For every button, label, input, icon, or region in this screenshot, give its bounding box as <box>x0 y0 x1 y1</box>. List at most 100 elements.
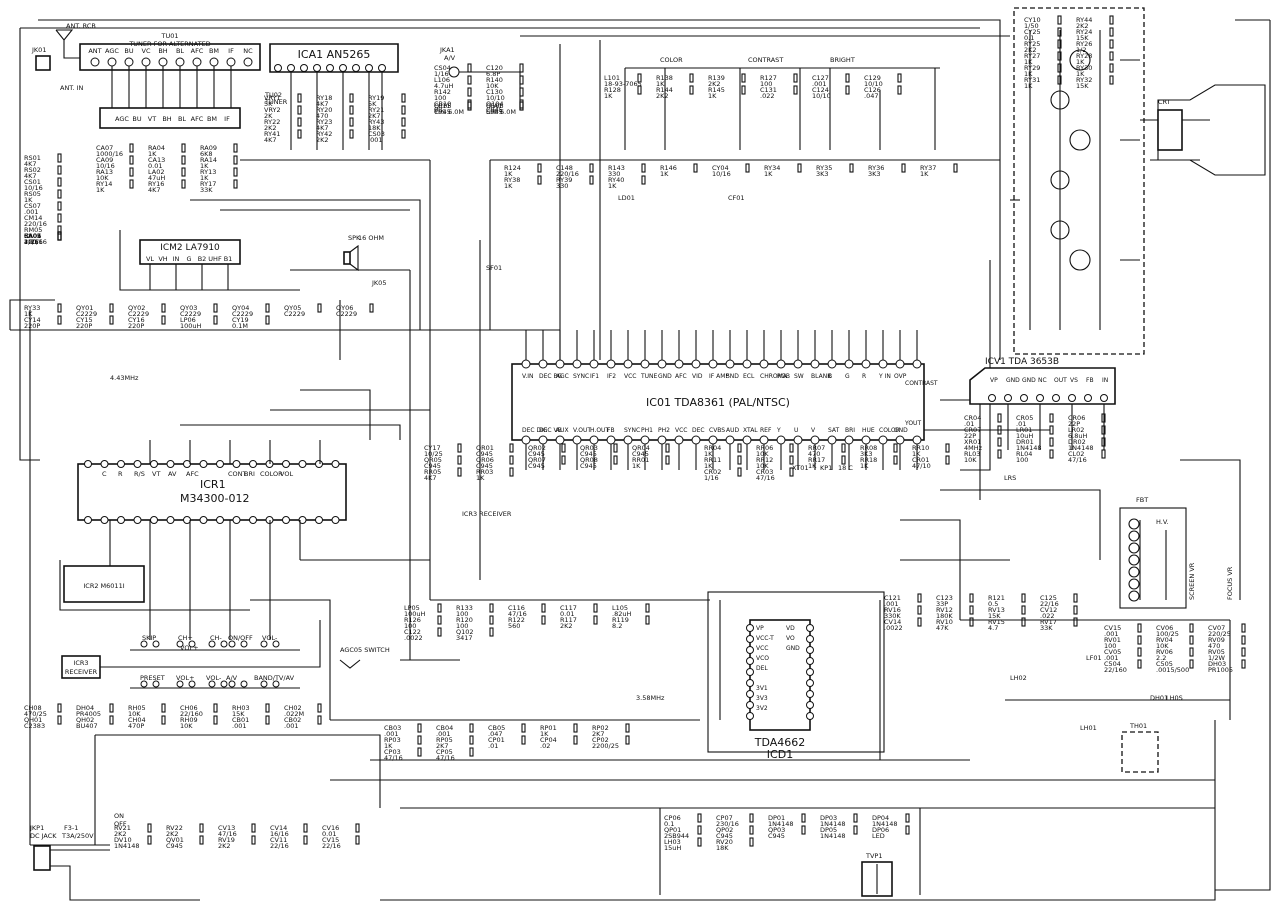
misc-label: LH01 <box>1080 724 1097 732</box>
component-label: RY17 <box>200 180 216 188</box>
component-icon <box>997 413 1002 423</box>
svg-text:VD: VD <box>786 625 795 632</box>
component-label: R124 <box>504 164 521 172</box>
component-value: .001 <box>1104 630 1118 638</box>
component-icon <box>317 703 322 713</box>
component-label: QP03 <box>768 826 785 834</box>
component-label: C120 <box>486 64 503 72</box>
component-label: RR01 <box>632 456 649 464</box>
component-label: QY02 <box>128 304 145 312</box>
component-icon <box>1109 27 1114 37</box>
svg-text:CONT: CONT <box>228 470 247 478</box>
component-value: 330 <box>556 182 568 190</box>
component-value: C2229 <box>336 310 357 318</box>
ic-icr2: ICR2 M6011I <box>59 560 250 611</box>
component-label: R146 <box>660 164 677 172</box>
icr1-pin <box>117 516 125 524</box>
svg-text:SND: SND <box>726 373 739 380</box>
component-icon <box>509 443 514 453</box>
component-icon <box>645 615 650 625</box>
component-icon <box>147 835 152 845</box>
component-icon <box>457 467 462 477</box>
component-label: CP03 <box>384 748 401 756</box>
switch-icon <box>260 640 268 648</box>
component-value: 100 <box>760 80 772 88</box>
component-label: LP05 <box>404 604 420 612</box>
ic-ic01-name: IC01 TDA8361 (PAL/NTSC) <box>646 396 790 409</box>
component-icon <box>1241 623 1246 633</box>
component-icon <box>1109 51 1114 61</box>
tuner-tu01-pin: BL <box>176 47 184 55</box>
component-icon <box>797 163 802 173</box>
component-icon <box>57 703 62 713</box>
label-ant-in: ANT. IN <box>60 84 84 92</box>
svg-text:NC: NC <box>1038 377 1047 384</box>
component-icon <box>749 825 754 835</box>
component-value: C2229 <box>180 310 201 318</box>
component-value: 18-93-7065 <box>604 80 642 88</box>
misc-label: KP1 <box>820 464 832 472</box>
component-label: RS05 <box>24 190 41 198</box>
component-icon <box>349 105 354 115</box>
component-icon <box>109 315 114 325</box>
svg-text:CONTRAST: CONTRAST <box>905 380 938 387</box>
component-value: 18K <box>716 844 729 852</box>
component-icon <box>437 603 442 613</box>
component-label: QR04 <box>632 444 650 452</box>
component-value: 100uH <box>180 322 202 330</box>
component-label: RY22 <box>264 118 280 126</box>
component-label: CR04 <box>964 414 981 422</box>
transformer-th01: TH01 <box>1121 722 1159 773</box>
tuner-tu01-pin: BM <box>209 47 219 55</box>
component-value: 4K7 <box>24 160 37 168</box>
icr1-pin <box>298 460 307 468</box>
antenna-icon: ANT. RCB <box>55 22 96 59</box>
icr1-pin <box>315 516 323 524</box>
component-value: 4K7 <box>148 186 161 194</box>
component-label: RY25 <box>1024 40 1040 48</box>
component-value: 18K <box>368 124 381 132</box>
component-icon <box>519 63 524 73</box>
ic01-pin <box>793 359 803 369</box>
tuner-tu01-name: TU01 <box>161 32 179 40</box>
component-value: 470 <box>808 450 820 458</box>
component-icon <box>613 443 618 453</box>
component-label: QH02 <box>76 716 94 724</box>
component-value: 1/2W <box>1208 654 1225 662</box>
component-value: 100 <box>456 622 468 630</box>
svg-text:PH2: PH2 <box>658 427 670 434</box>
component-label: CR01 <box>912 456 929 464</box>
component-icon <box>749 813 754 823</box>
component-value: 47/16 <box>756 474 775 482</box>
switch-icon <box>240 640 248 648</box>
component-icon <box>693 163 698 173</box>
component-value: 1N4148 <box>872 820 898 828</box>
component-icon <box>355 823 360 833</box>
svg-text:SW: SW <box>794 373 804 380</box>
component-icon <box>161 703 166 713</box>
component-value: .0015/500 <box>1156 666 1189 674</box>
component-value: 0.1M <box>232 322 248 330</box>
component-icon <box>181 167 186 177</box>
component-value: 180K <box>936 612 953 620</box>
component-label: QY01 <box>76 304 93 312</box>
component-value: 1K <box>660 170 669 178</box>
component-value: PR4005 <box>76 710 101 718</box>
ic01-pin <box>895 359 905 369</box>
component-value: .001 <box>812 80 826 88</box>
svg-text:R: R <box>118 470 123 478</box>
component-icon <box>1021 593 1026 603</box>
component-value: 1K <box>704 450 713 458</box>
component-value: 1K <box>656 80 665 88</box>
component-value: 15K <box>1076 34 1089 42</box>
component-label: C116 <box>508 604 525 612</box>
component-label: R128 <box>604 86 621 94</box>
component-icon <box>1101 437 1106 447</box>
component-icon <box>737 467 742 477</box>
component-label: R126 <box>404 616 421 624</box>
component-value: 100/25 <box>1156 630 1179 638</box>
component-value: 1K <box>1076 70 1085 78</box>
component-label: DV10 <box>114 836 132 844</box>
component-value: .02 <box>540 742 550 750</box>
component-icon <box>849 163 854 173</box>
